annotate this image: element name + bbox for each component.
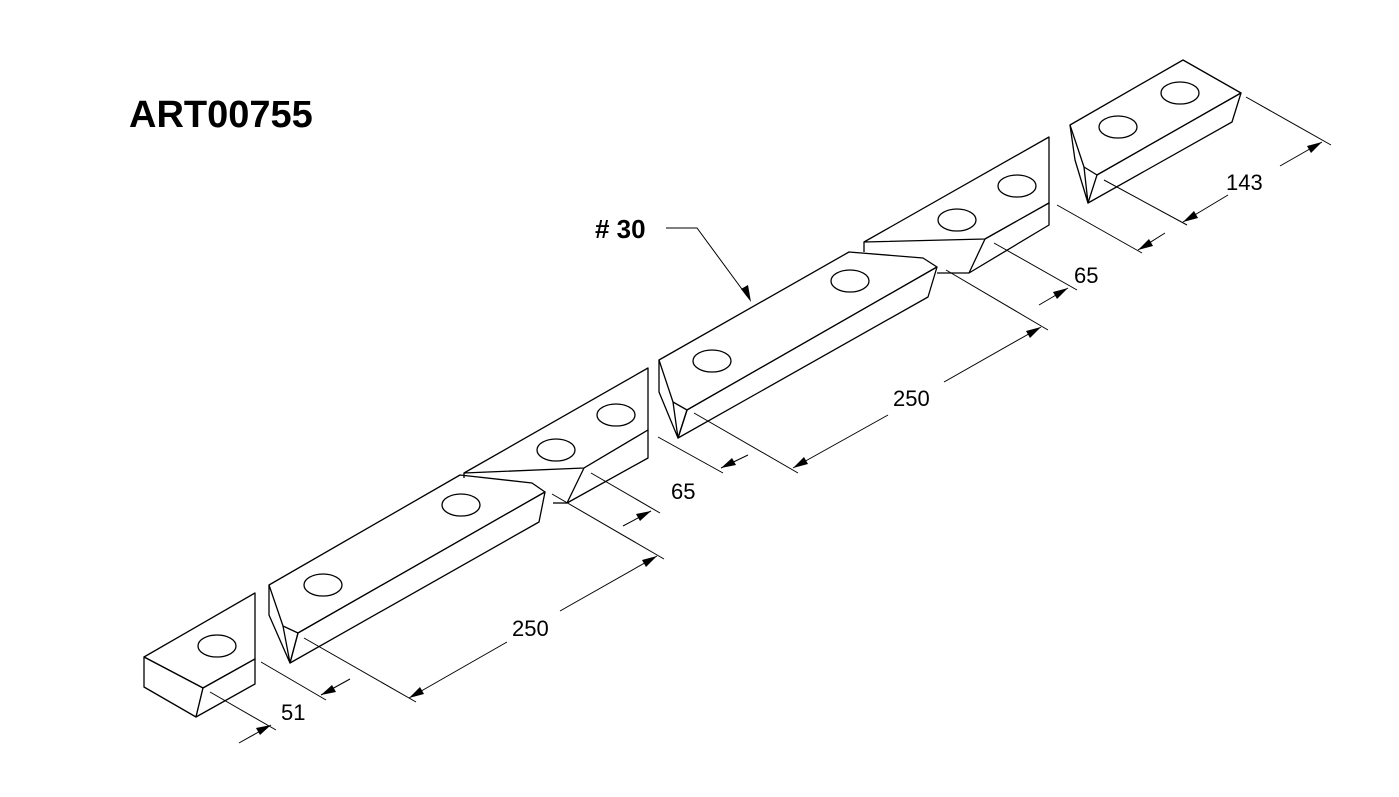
long-bar-upper (658, 251, 938, 439)
dimension-250-lower: 250 (303, 493, 665, 703)
arrowhead (1307, 142, 1322, 153)
dimension-51: 51 (209, 661, 351, 744)
long-bar-lower (268, 474, 546, 664)
triangle-block-upper (863, 136, 1050, 274)
arrowhead (1026, 327, 1041, 338)
arrowhead (741, 285, 751, 302)
bolt-hole (997, 174, 1037, 198)
dimension-label: 250 (893, 386, 930, 411)
bolt-hole (441, 493, 481, 517)
bolt-hole (1160, 81, 1200, 105)
part-callout: # 30 (595, 214, 751, 302)
bolt-hole (303, 573, 343, 597)
dimension-gap-mid (657, 436, 749, 474)
bolt-hole (692, 349, 732, 373)
arrowhead (642, 556, 657, 567)
end-block-right (1069, 59, 1242, 204)
arrowhead (256, 725, 271, 735)
bolt-hole (536, 438, 576, 462)
arrowhead (321, 685, 336, 695)
bolt-hole (197, 634, 237, 658)
dimension-250-upper: 250 (693, 269, 1049, 474)
arrowhead (721, 458, 736, 468)
arrowhead (409, 687, 424, 698)
drawing-title: ART00755 (129, 94, 313, 136)
arrowhead (1053, 288, 1068, 299)
bolt-hole (937, 208, 977, 232)
dimension-label: 143 (1226, 170, 1263, 195)
dimension-label: 250 (512, 616, 549, 641)
callout-label: # 30 (595, 214, 646, 244)
triangle-block-lower (463, 367, 649, 504)
arrowhead (1138, 239, 1153, 250)
dimension-label: 51 (281, 700, 305, 725)
dimension-gap-upper (1056, 204, 1166, 254)
end-block-left (143, 592, 256, 718)
dimension-label: 65 (1074, 263, 1098, 288)
bolt-hole (596, 403, 636, 427)
arrowhead (636, 511, 651, 521)
dimension-65-lower: 65 (590, 472, 695, 527)
dimension-143: 143 (1103, 96, 1332, 226)
arrowhead (793, 457, 808, 468)
bolt-hole (1098, 115, 1138, 139)
dimension-65-upper: 65 (993, 242, 1098, 306)
dimension-label: 65 (671, 479, 695, 504)
bolt-hole (830, 269, 870, 293)
arrowhead (1183, 211, 1198, 222)
